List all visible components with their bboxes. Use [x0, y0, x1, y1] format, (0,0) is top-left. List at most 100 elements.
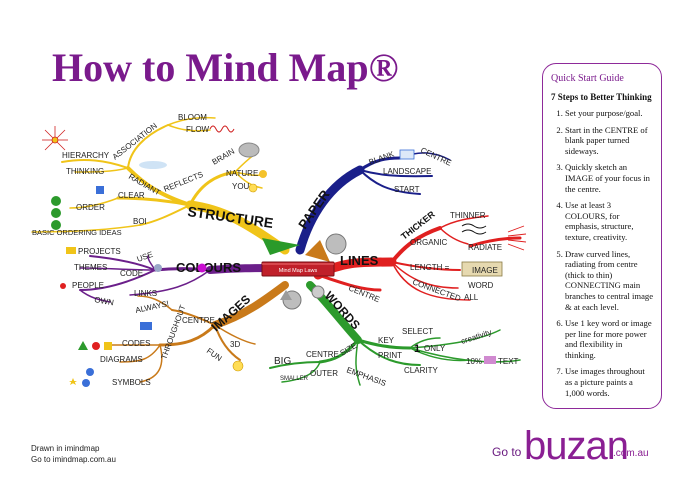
- word-only: ONLY: [424, 344, 446, 353]
- word-start: START: [394, 185, 420, 194]
- word-association: ASSOCIATION: [111, 121, 159, 162]
- central-label: Mind Map Laws: [279, 268, 318, 274]
- word-nature: NATURE: [226, 169, 258, 178]
- brain-icon: [238, 142, 260, 158]
- number-3-icon: [51, 220, 61, 230]
- word-brain: BRAIN: [211, 147, 237, 167]
- image-frame-icon: [461, 261, 503, 277]
- number-2-icon: [51, 208, 61, 218]
- word-own: OWN: [94, 295, 115, 307]
- word-bloom: BLOOM: [178, 113, 207, 122]
- word-length: LENGTH =: [410, 263, 450, 272]
- water-ripple-icon: [139, 161, 167, 169]
- branch-images: [109, 281, 289, 383]
- word-centre-words: CENTRE: [306, 350, 339, 359]
- step-item: Start in the CENTRE of blank paper turne…: [565, 125, 654, 157]
- smiley-icon: [248, 183, 258, 193]
- step-item: Use 1 key word or image per line for mor…: [565, 318, 654, 360]
- word-smaller: SMALLER: [280, 376, 309, 382]
- central-image: [261, 233, 347, 310]
- word-flow: FLOW: [186, 125, 210, 134]
- step-item: Quickly sketch an IMAGE of your focus in…: [565, 162, 654, 194]
- smiley-fun-icon: [232, 360, 244, 372]
- branch-label-structure: STRUCTURE: [187, 203, 275, 231]
- word-outer: OUTER: [310, 369, 338, 378]
- word-text: TEXT: [498, 357, 519, 366]
- word-clear: CLEAR: [118, 191, 145, 200]
- word-you: YOU: [232, 182, 250, 191]
- word-word: WORD: [468, 281, 494, 290]
- word-projects: PROJECTS: [78, 247, 121, 256]
- word-fun: FUN: [205, 346, 224, 363]
- quick-start-heading: Quick Start Guide: [551, 73, 624, 84]
- cursor-icon: [96, 186, 104, 194]
- buzan-domain: .com.au: [613, 448, 649, 459]
- step-item: Set your purpose/goal.: [565, 108, 654, 119]
- branch-label-colours: COLOURS: [176, 260, 241, 275]
- word-throughout: THROUGHOUT: [159, 304, 187, 361]
- radiate-rays-icon: [507, 225, 527, 251]
- word-organic: ORGANIC: [410, 238, 448, 247]
- info-icon: [82, 379, 90, 387]
- word-hierarchy: HIERARCHY: [62, 151, 110, 160]
- drawn-in-note: Drawn in imindmap Go to imindmap.com.au: [31, 443, 116, 465]
- colour-dot-icon: [197, 263, 207, 273]
- book-icon: [484, 356, 496, 364]
- drawn-line-1: Drawn in imindmap: [31, 444, 100, 453]
- word-boi: BOI: [133, 217, 147, 226]
- word-symbols: SYMBOLS: [112, 378, 151, 387]
- word-big: BIG: [274, 356, 291, 367]
- word-ten-percent: 10%: [466, 357, 482, 366]
- star-icon: [69, 378, 77, 385]
- branch-paper: [295, 152, 451, 255]
- word-image: IMAGE: [472, 266, 498, 275]
- drawn-line-2[interactable]: Go to imindmap.com.au: [31, 455, 116, 464]
- paint-tubes-icon: [154, 264, 162, 272]
- word-always: ALWAYS!: [135, 299, 170, 315]
- word-radiate: RADIATE: [468, 243, 502, 252]
- quick-start-steps: Set your purpose/goal. Start in the CENT…: [551, 108, 654, 398]
- word-blank: BLANK: [368, 149, 396, 167]
- word-landscape: LANDSCAPE: [383, 167, 431, 176]
- step-item: Use at least 3 COLOURS, for emphasis, st…: [565, 200, 654, 242]
- quick-start-subheading: 7 Steps to Better Thinking: [551, 92, 652, 102]
- paper-sheet-icon: [399, 149, 415, 160]
- buzan-logo[interactable]: buzan: [524, 424, 629, 468]
- triangle-icon: [78, 341, 88, 350]
- globe-icon: [86, 368, 94, 376]
- word-select: SELECT: [402, 327, 433, 336]
- word-centre-paper: CENTRE: [419, 146, 453, 168]
- word-1: 1: [414, 343, 420, 355]
- word-clarity: CLARITY: [404, 366, 438, 375]
- word-thinking: THINKING: [66, 167, 104, 176]
- branch-label-lines: LINES: [340, 253, 379, 268]
- page-title: How to Mind Map®: [52, 45, 399, 90]
- number-1-icon: [51, 196, 61, 206]
- step-item: Use images throughout as a picture paint…: [565, 366, 654, 398]
- word-thinner: THINNER: [450, 211, 486, 220]
- word-creativity: creativity: [460, 328, 493, 346]
- word-links: LINKS: [134, 289, 157, 298]
- word-all: ALL: [464, 293, 479, 302]
- people-icon: [60, 283, 66, 289]
- word-people: PEOPLE: [72, 281, 104, 290]
- word-key: KEY: [378, 336, 395, 345]
- word-order: ORDER: [76, 203, 105, 212]
- word-use: USE: [136, 250, 155, 264]
- square-icon: [104, 342, 112, 350]
- goto-text: Go to: [492, 445, 522, 459]
- no-sign-icon: [92, 342, 100, 350]
- wave-lines-icon: [461, 223, 487, 235]
- sunburst-icon: [42, 126, 68, 151]
- word-diagrams: DIAGRAMS: [100, 355, 143, 364]
- word-centre-lines: CENTRE: [347, 284, 381, 305]
- word-themes: THEMES: [74, 263, 107, 272]
- folder-icon: [66, 247, 76, 254]
- step-item: Draw curved lines, radiating from centre…: [565, 249, 654, 313]
- quick-start-guide: Quick Start Guide 7 Steps to Better Thin…: [542, 63, 662, 409]
- word-print: PRINT: [378, 351, 402, 360]
- word-basic-ordering-ideas: BASIC ORDERING IDEAS: [32, 228, 122, 237]
- pencils-icon: [140, 322, 152, 330]
- sun-icon: [259, 170, 267, 178]
